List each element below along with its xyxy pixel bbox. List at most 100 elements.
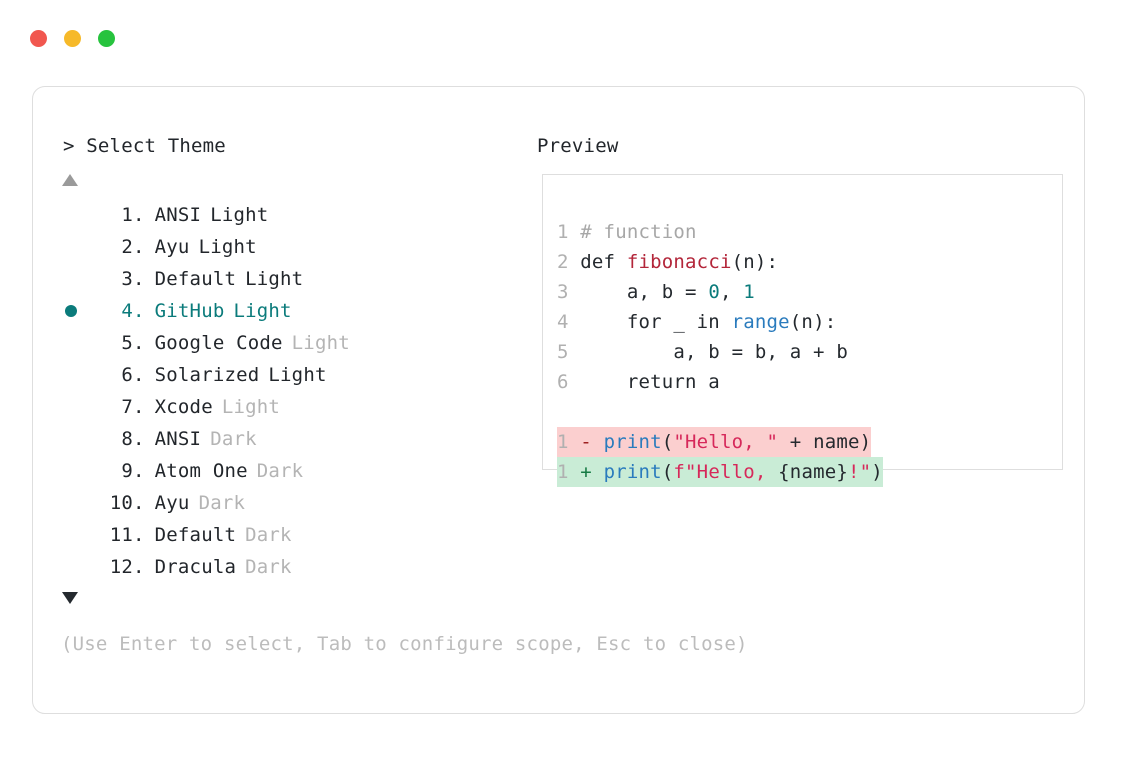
- code-token: range: [731, 311, 790, 333]
- code-token: a, b = b, a + b: [580, 341, 848, 363]
- theme-item-index-dot: .: [133, 396, 145, 418]
- code-token: return a: [580, 371, 720, 393]
- diff-sign: -: [580, 431, 604, 453]
- theme-item-name: GitHub: [154, 300, 225, 322]
- code-token: a, b =: [580, 281, 709, 303]
- code-token: ,: [719, 281, 744, 303]
- theme-list-item[interactable]: 10. Ayu Dark: [63, 487, 503, 519]
- maximize-window-button[interactable]: [98, 30, 115, 47]
- code-line-number: 1: [557, 431, 581, 453]
- theme-item-name: Ayu: [154, 492, 190, 514]
- theme-item-name: Default: [154, 268, 237, 290]
- code-blank-line: [557, 397, 883, 427]
- theme-item-index: 3: [121, 268, 133, 290]
- code-token: def: [580, 251, 627, 273]
- diff-added-line: 1 + print(f"Hello, {name}!"): [557, 457, 883, 487]
- theme-item-name: Google Code: [154, 332, 283, 354]
- theme-item-variant: Light: [198, 236, 257, 258]
- theme-item-index: 11: [109, 524, 133, 546]
- diff-sign: +: [580, 461, 604, 483]
- theme-item-name: Solarized: [154, 364, 260, 386]
- code-token: (n):: [789, 311, 837, 333]
- code-token: {name}: [778, 461, 849, 483]
- selected-bullet-icon: [65, 305, 77, 317]
- code-token: print: [603, 431, 662, 453]
- theme-item-index-dot: .: [133, 460, 145, 482]
- scroll-up-arrow-icon[interactable]: [62, 174, 78, 186]
- code-line: 1 # function: [557, 217, 697, 247]
- theme-item-variant: Light: [291, 332, 350, 354]
- theme-item-index-dot: .: [133, 524, 145, 546]
- preview-header: Preview: [537, 135, 619, 157]
- close-window-button[interactable]: [30, 30, 47, 47]
- window-traffic-lights: [30, 30, 115, 47]
- code-line: 6 return a: [557, 367, 720, 397]
- code-token: (n):: [731, 251, 779, 273]
- code-line-number: 1: [557, 221, 581, 243]
- theme-item-variant: Dark: [198, 492, 246, 514]
- theme-list-item[interactable]: 4. GitHub Light: [63, 295, 503, 327]
- minimize-window-button[interactable]: [64, 30, 81, 47]
- theme-list-item[interactable]: 5. Google Code Light: [63, 327, 503, 359]
- theme-item-variant: Dark: [245, 556, 292, 578]
- code-token: fibonacci: [626, 251, 732, 273]
- code-token: 1: [743, 281, 755, 303]
- selection-bullet-slot: [63, 305, 99, 317]
- theme-item-index-dot: .: [133, 300, 145, 322]
- theme-item-index: 10: [109, 492, 133, 514]
- code-token: print: [603, 461, 662, 483]
- code-line: 2 def fibonacci(n):: [557, 247, 778, 277]
- theme-item-variant: Light: [268, 364, 327, 386]
- code-token: "Hello, ": [673, 431, 779, 453]
- theme-item-name: Atom One: [154, 460, 248, 482]
- code-line-number: 5: [557, 341, 581, 363]
- theme-list-item[interactable]: 3. Default Light: [63, 263, 503, 295]
- theme-item-index-dot: .: [133, 364, 145, 386]
- code-token: for _ in: [580, 311, 732, 333]
- theme-item-index: 4: [121, 300, 133, 322]
- code-token: + name): [778, 431, 872, 453]
- theme-item-name: Default: [154, 524, 237, 546]
- theme-item-name: Dracula: [154, 556, 237, 578]
- theme-item-index-dot: .: [133, 268, 145, 290]
- code-line: 4 for _ in range(n):: [557, 307, 836, 337]
- theme-item-index: 1: [121, 204, 133, 226]
- theme-item-variant: Light: [233, 300, 292, 322]
- theme-item-index-dot: .: [133, 556, 145, 578]
- code-token: !": [848, 461, 872, 483]
- theme-item-variant: Light: [245, 268, 304, 290]
- code-line-number: 3: [557, 281, 581, 303]
- theme-item-index-dot: .: [133, 492, 145, 514]
- code-line-number: 1: [557, 461, 581, 483]
- scroll-down-arrow-icon[interactable]: [62, 592, 78, 604]
- theme-item-variant: Light: [221, 396, 281, 418]
- theme-item-index: 12: [109, 556, 133, 578]
- code-line: 3 a, b = 0, 1: [557, 277, 755, 307]
- theme-item-index-dot: .: [133, 332, 145, 354]
- code-line-number: 2: [557, 251, 581, 273]
- theme-item-index: 7: [121, 396, 133, 418]
- code-token: 0: [708, 281, 720, 303]
- theme-item-variant: Dark: [210, 428, 257, 450]
- theme-item-index-dot: .: [133, 204, 145, 226]
- theme-item-index: 5: [121, 332, 133, 354]
- code-line-number: 6: [557, 371, 581, 393]
- code-token: f"Hello,: [673, 461, 779, 483]
- theme-list-item[interactable]: 12. Dracula Dark: [63, 551, 503, 583]
- theme-item-index-dot: .: [133, 236, 145, 258]
- diff-removed-line: 1 - print("Hello, " + name): [557, 427, 872, 457]
- theme-item-variant: Dark: [256, 460, 304, 482]
- theme-item-name: ANSI: [154, 428, 202, 450]
- theme-item-index: 8: [121, 428, 133, 450]
